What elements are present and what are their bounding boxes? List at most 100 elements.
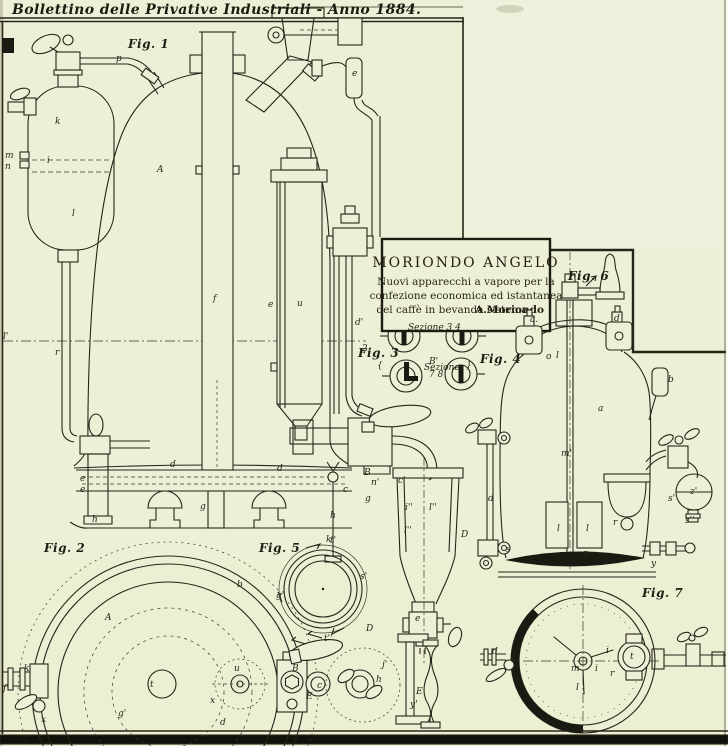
part-label: } [466,361,472,371]
figure-label: Fig. 6 [567,269,609,283]
boiler-foot [251,490,287,509]
part-label: b [668,375,674,385]
bulletin-header: Bollettino delle Privative Industriali -… [11,2,421,18]
support-stand [395,633,441,729]
ring-shading [511,661,583,733]
fig6-vessel [465,252,713,578]
gauge-column [276,181,323,405]
part-label: s' [668,494,675,504]
dispensing-valve-B [289,404,438,563]
part-label: h [330,511,336,521]
figure-label: Fig. 3 [357,346,399,360]
part-label: { [377,361,383,371]
part-label: b [237,580,243,590]
part-label: d [488,494,494,504]
spoke-handle [553,636,614,695]
drain-valve [79,435,111,455]
tap-handle [447,626,463,648]
central-column [201,31,234,471]
clamp [515,325,543,355]
small-cylinder-b [651,367,669,397]
weight-box [337,17,363,46]
part-label: c' [398,476,406,486]
part-label: l' [3,332,8,342]
shaft-collar [555,299,593,327]
part-label: n [5,162,11,172]
vessel-top-valve [55,51,81,71]
figure-label: Fig. 2 [43,541,85,555]
clamp [605,321,633,351]
part-label: r [613,518,618,528]
part-label: s [506,545,511,555]
part-label: a [598,404,603,414]
part-label: d [614,314,620,324]
ground-bar [0,734,728,745]
part-label: s'' [685,516,695,526]
fig5-filter-ring-plan [277,543,368,636]
part-label: l'' [404,526,412,536]
part-label: l [72,209,75,219]
part-label: s' [360,572,367,582]
part-label: t'' [324,634,333,644]
boiler-foot [147,490,183,509]
part-label: k [24,664,29,674]
part-label: p [116,54,122,64]
part-label: d [277,464,283,474]
part-label: d [492,647,498,657]
part-label: e [415,614,420,624]
part-label: f [212,294,218,304]
part-label: l'' [429,503,437,513]
strainer-basket [607,481,647,518]
part-label: m [571,664,580,674]
part-label: i [595,664,598,674]
valve-manifold-plan [212,630,441,729]
crank-handle [561,253,625,300]
part-label: a. [530,315,538,325]
part-label: e [80,474,85,484]
part-label: x [210,696,215,706]
part-label: E [305,692,313,702]
part-label: k' [326,535,334,545]
figure-label: Fig. 1 [127,37,169,51]
part-label: g' [276,591,284,601]
part-label: D [365,624,373,634]
part-label: Sezione [424,363,460,373]
inventor-name: MORIONDO ANGELO [372,255,559,271]
part-label: t' [330,536,336,546]
part-label: x [41,715,46,725]
hex-nut [284,674,300,690]
part-label: m [5,151,14,161]
part-label: t [150,680,154,690]
part-label: k [55,117,60,127]
part-label: g [365,494,371,504]
part-label: B [291,664,299,674]
margin-mark [2,38,14,53]
part-label: r [610,669,615,679]
part-label: z' [689,487,697,497]
wooden-handle [368,404,432,428]
patent-desc-line: confezione economica ed istantanea [370,290,563,302]
part-label: l [556,351,559,361]
part-label: o [546,352,552,362]
section-circle [444,357,485,391]
part-label: r [55,348,60,358]
part-label: d [170,460,176,470]
fig1-steam-boiler [3,7,486,664]
part-label: 7 8 [429,370,444,380]
figure-label: Fig. 7 [641,586,683,600]
part-label: y [650,559,657,569]
vessel-side-tap [7,101,27,113]
part-label: n' [371,478,379,488]
part-label: i [47,156,50,166]
part-label: D [460,530,468,540]
part-label: j' [380,660,387,670]
part-label: i'' [405,503,413,513]
part-label: e [268,300,273,310]
part-label: d' [355,318,363,328]
part-label: m' [561,449,572,459]
part-label: l [557,524,560,534]
